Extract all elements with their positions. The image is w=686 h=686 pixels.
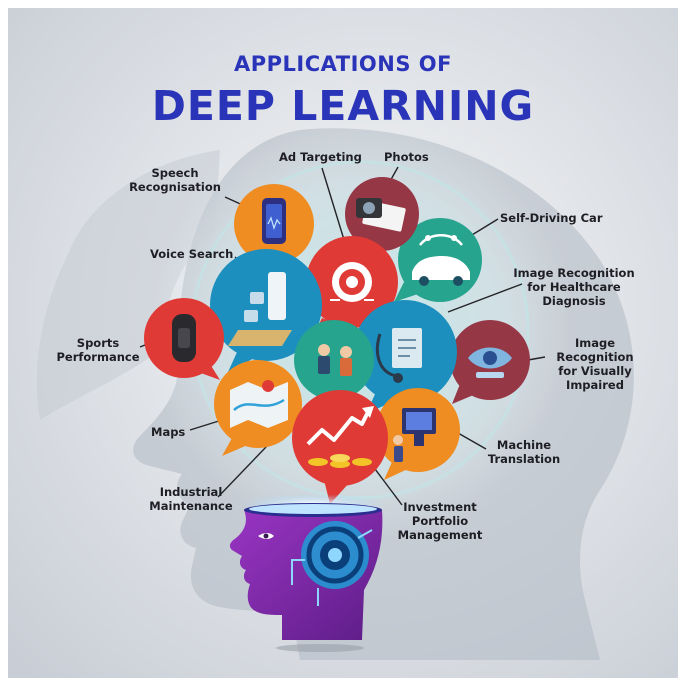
label-visual-line-1: Image [574, 336, 616, 350]
label-maps: Maps [151, 425, 186, 439]
label-visual-line-3: for Visually [558, 364, 632, 378]
label-sports-line-2: Performance [56, 350, 140, 364]
label-sports-performance: Sports Performance [56, 336, 140, 364]
bubble-center-analytics [294, 320, 374, 400]
bubble-sports-performance [144, 298, 224, 380]
label-health-line-2: for Healthcare [527, 280, 621, 294]
label-health-line-3: Diagnosis [542, 294, 606, 308]
bubble-self-driving-car [394, 218, 482, 302]
label-image-recognition-healthcare: Image Recognition for Healthcare Diagnos… [512, 266, 636, 308]
title-line-1: APPLICATIONS OF [234, 52, 452, 76]
label-visual-line-4: Impaired [566, 378, 624, 392]
bubble-image-recognition-visually-impaired [450, 320, 530, 404]
label-investment-line-1: Investment [403, 500, 477, 514]
label-investment-line-3: Management [397, 528, 483, 542]
label-industrial-line-1: Industrial [159, 485, 223, 499]
bubble-machine-translation [376, 388, 460, 480]
label-speech-line-2: Recognisation [129, 180, 221, 194]
label-speech-recognition: Speech Recognisation [125, 166, 225, 194]
bubble-image-recognition-healthcare [353, 300, 457, 414]
open-head-illustration [229, 494, 384, 652]
label-visual-line-2: Recognition [556, 350, 634, 364]
title-line-2: DEEP LEARNING [151, 82, 535, 130]
label-industrial-maintenance: Industrial Maintenance [148, 485, 234, 513]
background-face-shadow [36, 150, 220, 420]
bubble-speech-recognition [234, 184, 314, 274]
label-speech-line-1: Speech [151, 166, 199, 180]
label-ad-targeting: Ad Targeting [279, 150, 362, 164]
label-photos: Photos [384, 150, 429, 164]
label-translation-line-1: Machine [496, 438, 552, 452]
label-health-line-1: Image Recognition [513, 266, 635, 280]
bubble-voice-search [210, 249, 322, 372]
label-voice-search: Voice Search [150, 247, 234, 261]
label-translation-line-2: Translation [487, 452, 561, 466]
label-image-recognition-visually-impaired: Image Recognition for Visually Impaired [547, 336, 643, 392]
label-sports-line-1: Sports [76, 336, 120, 350]
label-machine-translation: Machine Translation [484, 438, 564, 466]
label-industrial-line-2: Maintenance [149, 499, 233, 513]
label-self-driving-car: Self-Driving Car [500, 211, 603, 225]
label-investment-portfolio: Investment Portfolio Management [394, 500, 486, 542]
bubble-investment-portfolio [292, 390, 388, 504]
bubble-maps [214, 360, 302, 456]
label-investment-line-2: Portfolio [411, 514, 469, 528]
